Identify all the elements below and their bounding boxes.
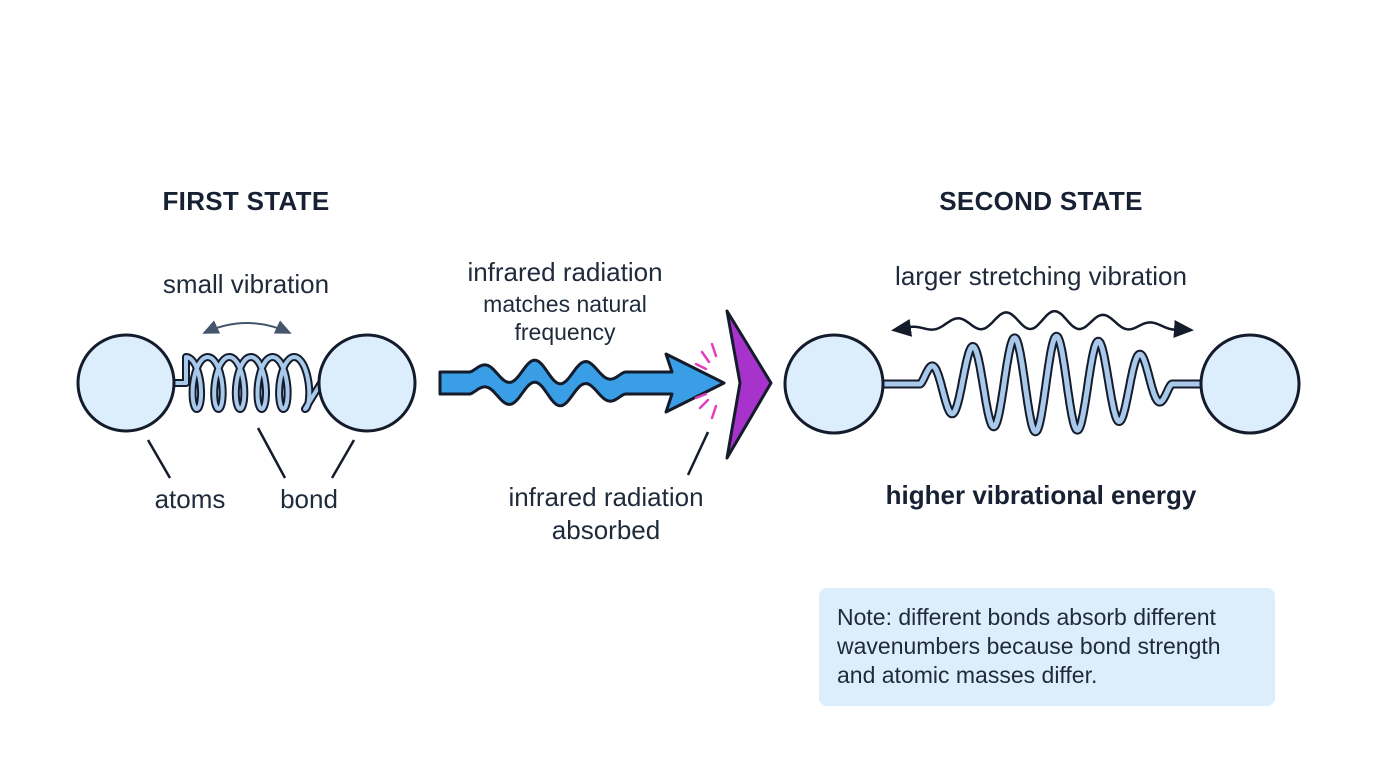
first-state-spring: [168, 353, 325, 413]
left-atom: [76, 333, 176, 433]
bond-leader-line: [256, 427, 287, 479]
second-state-molecule: [783, 309, 1301, 437]
absorbed-leader-line: [686, 431, 710, 476]
note-box: Note: different bonds absorb different w…: [819, 588, 1275, 706]
right-atom: [317, 333, 417, 433]
first-state-molecule: [76, 320, 417, 479]
matches-frequency-line1: matches natural: [483, 291, 647, 317]
small-vibration-label: small vibration: [162, 269, 330, 299]
second-state-title: SECOND STATE: [939, 186, 1143, 216]
matches-frequency-line2: frequency: [514, 319, 616, 345]
higher-energy-label: higher vibrational energy: [885, 480, 1197, 510]
bond-label: bond: [280, 484, 338, 514]
note-line-1: Note: different bonds absorb different: [837, 604, 1216, 630]
absorbed-label-line2: absorbed: [551, 515, 661, 545]
right-atom: [1199, 333, 1301, 435]
second-state-bond: [878, 331, 1206, 437]
note-line-3: and atomic masses differ.: [837, 662, 1098, 688]
infrared-radiation-label: infrared radiation: [467, 257, 663, 287]
left-atom: [783, 333, 885, 435]
first-state-title: FIRST STATE: [162, 186, 330, 216]
infrared-wave-arrow: [438, 309, 773, 476]
note-line-2: wavenumbers because bond strength: [837, 633, 1221, 659]
atoms-label: atoms: [154, 484, 226, 514]
absorption-wedge: [725, 309, 773, 460]
atom-leader-line: [330, 439, 356, 479]
absorbed-label-line1: infrared radiation: [508, 482, 704, 512]
atoms-leader-line: [146, 439, 172, 479]
large-vibration-arrow: [891, 309, 1194, 338]
small-vibration-arrow: [202, 320, 292, 334]
larger-vibration-label: larger stretching vibration: [895, 261, 1187, 291]
absorption-burst-icon: [694, 342, 718, 420]
